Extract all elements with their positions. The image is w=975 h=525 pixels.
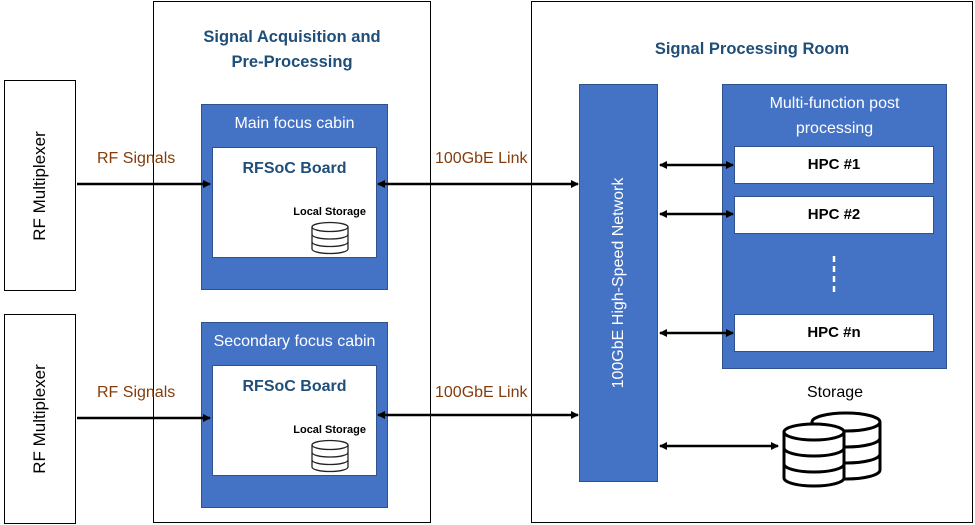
secondary-rfsoc-board-title: RFSoC Board (242, 378, 347, 395)
hpc-n: HPC #n (734, 314, 934, 352)
post-processing-title-line2: processing (795, 120, 874, 137)
acquisition-title-line1: Signal Acquisition and (203, 28, 381, 46)
gbe-link-label-top: 100GbE Link (435, 150, 528, 167)
rf-multiplexer-bottom: RF Multiplexer (4, 314, 76, 524)
database-icon (311, 221, 349, 255)
main-local-storage-label: Local Storage (293, 206, 366, 218)
rf-signals-label-top: RF Signals (97, 150, 176, 167)
processing-room-title: Signal Processing Room (654, 40, 850, 58)
main-rfsoc-board-title: RFSoC Board (242, 160, 347, 177)
hpc-1-label: HPC #1 (807, 156, 861, 173)
database-icon (311, 439, 349, 473)
secondary-focus-cabin: Secondary focus cabin RFSoC Board Local … (201, 322, 388, 508)
acquisition-title-line2: Pre-Processing (231, 53, 353, 71)
high-speed-network: 100GbE High-Speed Network (579, 84, 658, 482)
hpc-2: HPC #2 (734, 196, 934, 234)
hpc-2-label: HPC #2 (807, 206, 861, 223)
secondary-focus-cabin-title: Secondary focus cabin (213, 333, 376, 350)
hpc-n-label: HPC #n (807, 324, 861, 341)
rf-signals-label-bottom: RF Signals (97, 384, 176, 401)
hpc-1: HPC #1 (734, 146, 934, 184)
storage-label: Storage (806, 384, 864, 401)
post-processing-title-line1: Multi-function post (769, 95, 900, 112)
gbe-link-label-bottom: 100GbE Link (435, 384, 528, 401)
secondary-local-storage-label: Local Storage (293, 424, 366, 436)
main-focus-cabin: Main focus cabin RFSoC Board Local Stora… (201, 104, 388, 290)
main-rfsoc-board: RFSoC Board Local Storage (212, 147, 377, 258)
rf-multiplexer-top: RF Multiplexer (4, 80, 76, 291)
secondary-rfsoc-board: RFSoC Board Local Storage (212, 365, 377, 476)
main-focus-cabin-title: Main focus cabin (234, 115, 355, 132)
storage-database-icon (782, 411, 882, 488)
